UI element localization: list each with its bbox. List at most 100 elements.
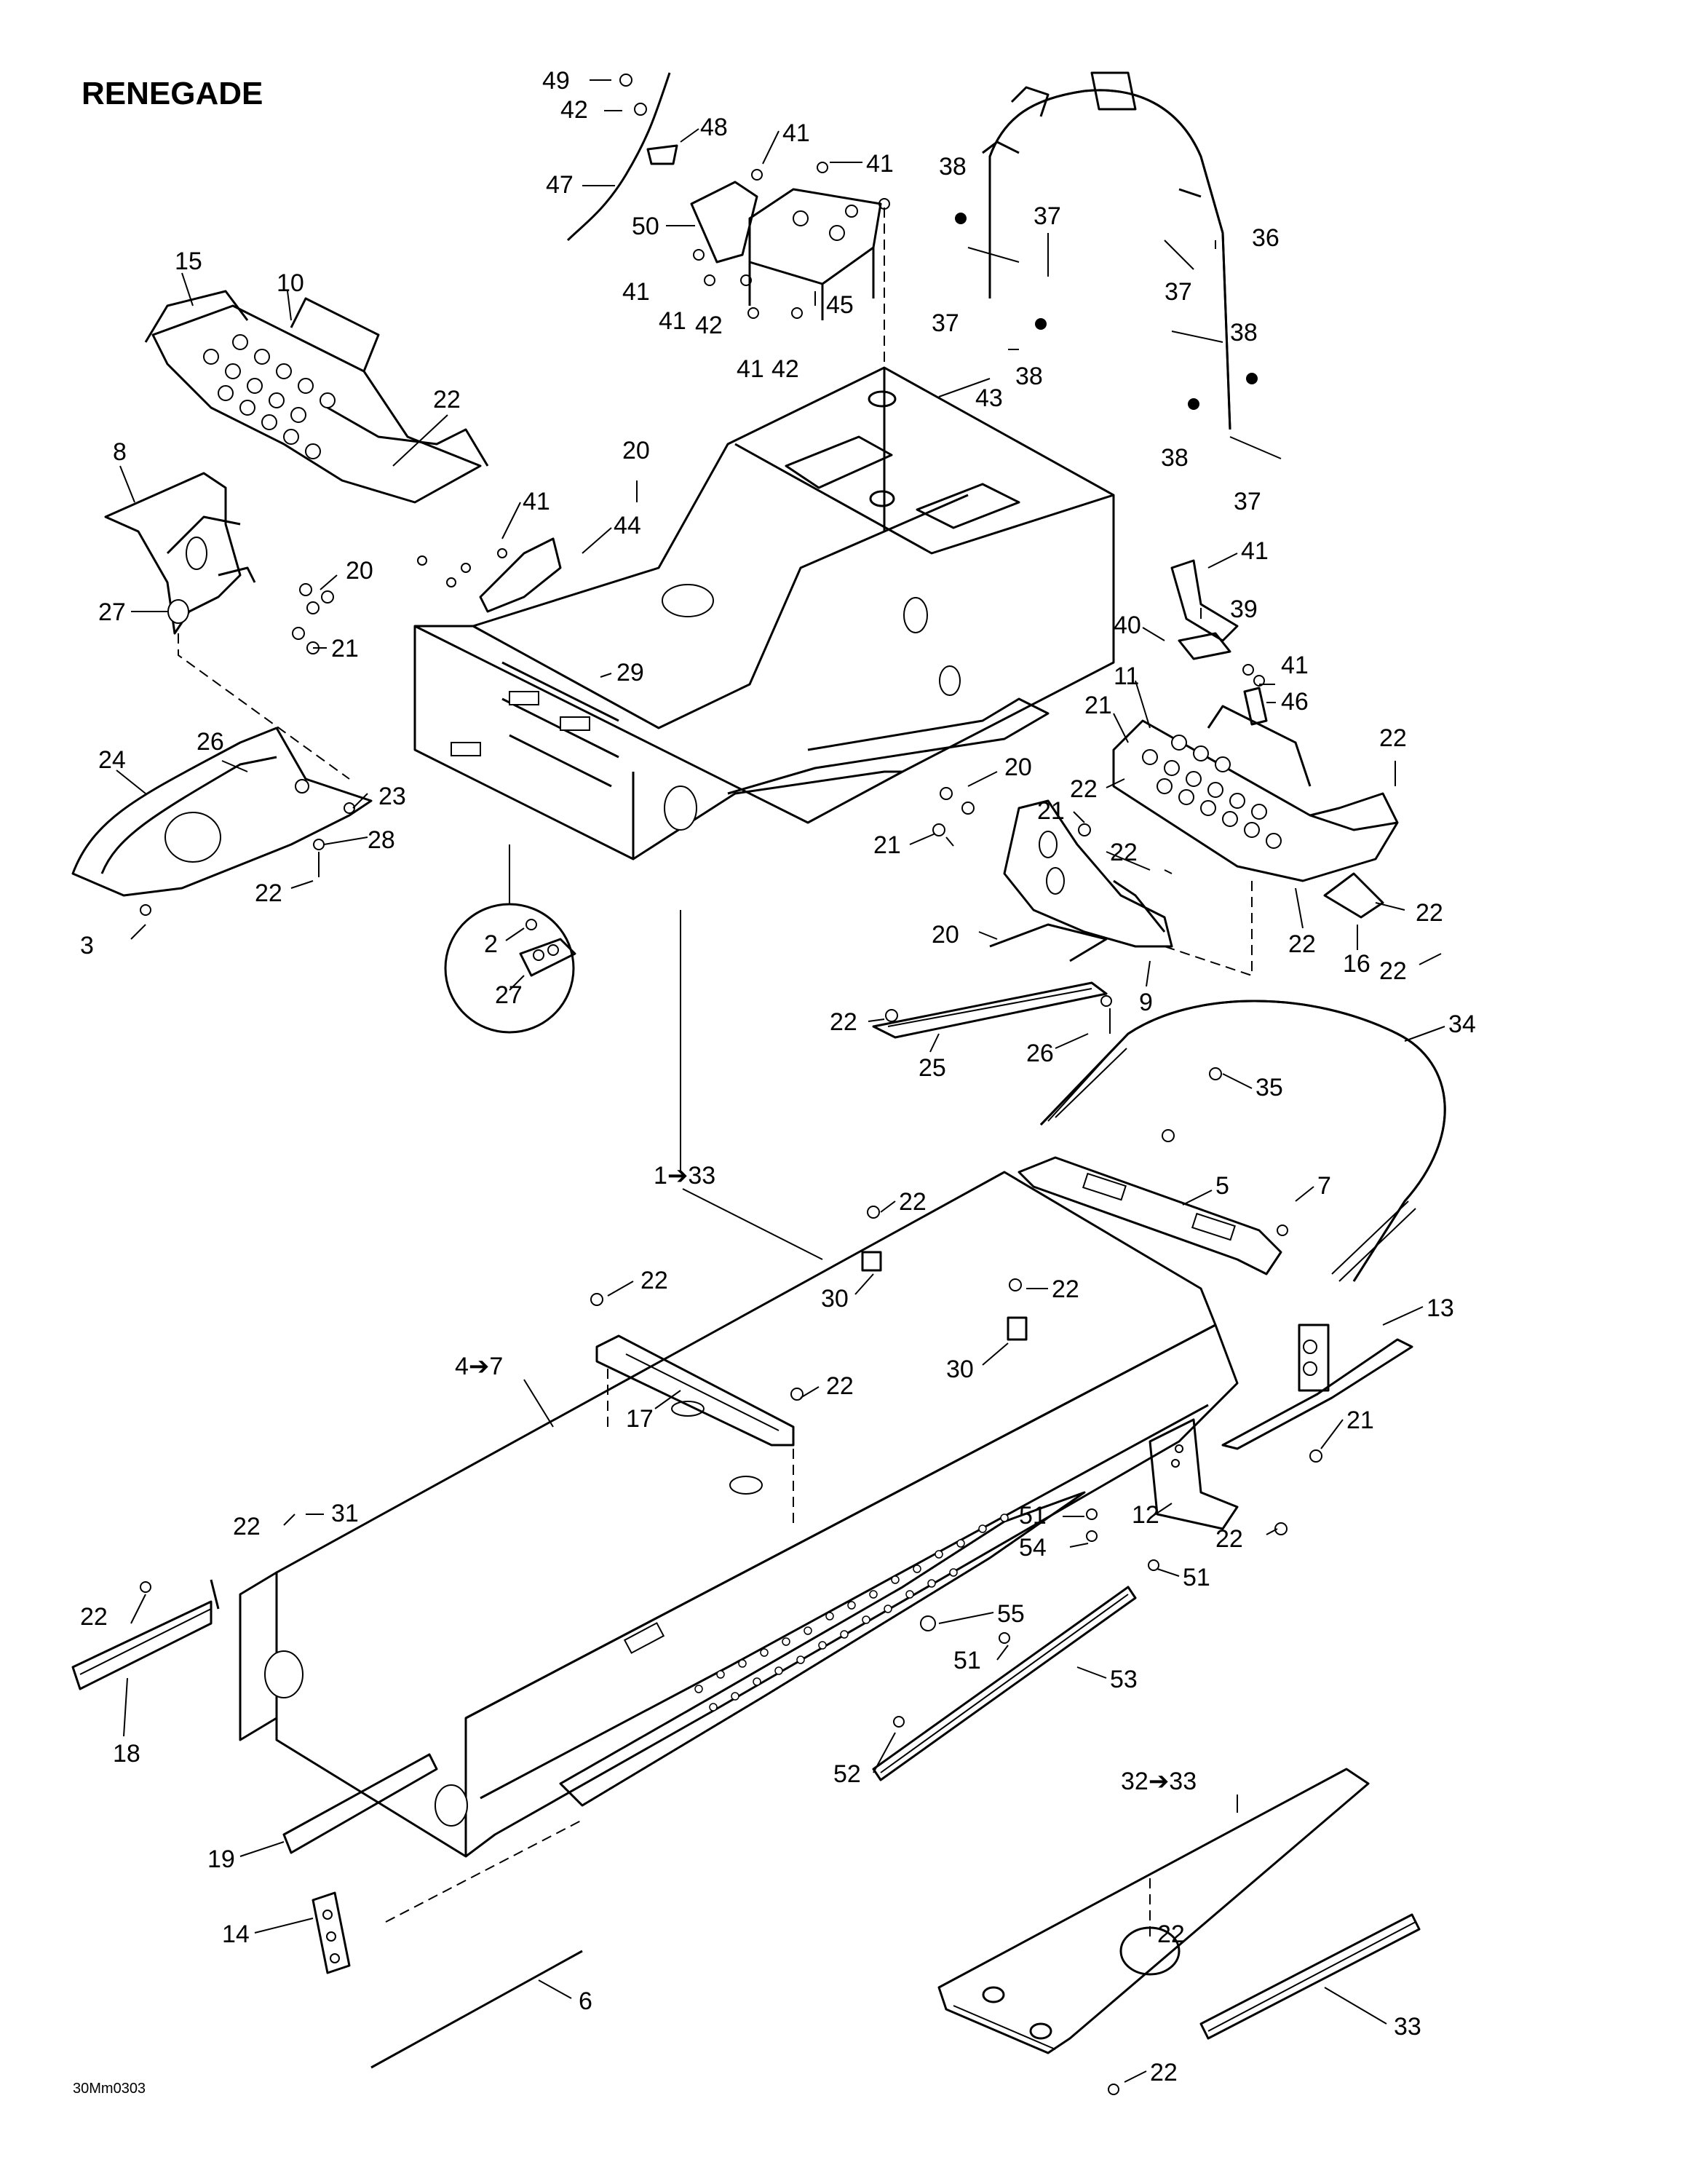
callout-27: 21 [1037, 797, 1065, 825]
callout-34: 34 [1448, 1010, 1476, 1038]
callout-37: 37 [1234, 488, 1261, 515]
callout-22: 22 [1052, 1275, 1079, 1303]
callout-48: 48 [700, 114, 728, 141]
callout-labels: 49 42 48 41 41 47 50 41 41 42 45 41 42 4… [80, 67, 1476, 2086]
skid-plate [937, 1768, 1421, 2095]
callout-41: 41 [622, 278, 650, 306]
leader-lines [116, 79, 1445, 2083]
pieces-19-14 [282, 1753, 438, 1974]
callout-37: 37 [932, 309, 959, 337]
callout-15: 15 [175, 248, 202, 275]
callout-23: 23 [378, 783, 406, 810]
callout-3: 2 [484, 930, 498, 958]
callout-50: 50 [632, 213, 659, 240]
callout-7: 7 [1317, 1172, 1331, 1200]
left-lower-shield [71, 727, 373, 916]
callout-41: 41 [866, 150, 894, 178]
callout-22: 22 [433, 386, 461, 414]
callout-44: 44 [614, 512, 641, 539]
callout-47: 47 [546, 171, 574, 199]
callout-11: 11 [1114, 662, 1139, 690]
callout-41: 41 [659, 307, 686, 335]
callout-29: 29 [616, 659, 644, 687]
callout-22: 22 [1070, 775, 1098, 803]
callout-31: 31 [331, 1500, 359, 1527]
callout-20: 20 [932, 921, 959, 949]
callout-6: 6 [579, 1987, 592, 2015]
callout-22: 22 [1379, 957, 1407, 985]
callout-38: 38 [1230, 319, 1258, 347]
callout-17: 17 [626, 1405, 654, 1433]
callout-35: 35 [1255, 1074, 1283, 1101]
callout-49: 49 [542, 67, 570, 95]
callout-20: 20 [346, 557, 373, 585]
callout-22: 22 [1288, 930, 1316, 958]
callout-22: 22 [1416, 899, 1443, 927]
callout-46: 46 [1281, 688, 1309, 716]
callout-33: 33 [1394, 2013, 1421, 2041]
callout-41: 41 [1241, 537, 1269, 565]
left-arm-bracket [104, 472, 350, 780]
rail-18 [71, 1579, 220, 1690]
callout-14: 14 [222, 1920, 250, 1948]
callout-55: 55 [997, 1600, 1025, 1628]
callout-22: 22 [1150, 2059, 1178, 2086]
callout-4-7: 4➔7 [455, 1353, 503, 1380]
callout-21: 21 [1346, 1406, 1374, 1434]
callout-37: 37 [1165, 278, 1192, 306]
spacers-30 [861, 1206, 1028, 1341]
callout-30: 30 [821, 1285, 849, 1313]
callout-52: 52 [833, 1760, 861, 1788]
left-perforated-support [144, 290, 489, 504]
callout-32-33: 32➔33 [1121, 1768, 1197, 1795]
callout-20: 20 [622, 437, 650, 464]
callout-41: 41 [1281, 652, 1309, 679]
callout-22: 22 [1215, 1525, 1243, 1553]
callout-22: 22 [233, 1513, 261, 1540]
callout-41: 41 [737, 355, 764, 383]
callout-24: 24 [98, 746, 126, 774]
right-small-brackets [1170, 559, 1268, 726]
callout-38: 38 [939, 153, 967, 181]
tunnel [239, 1171, 1239, 1858]
rod-6 [370, 1950, 583, 2069]
callout-22: 22 [830, 1008, 857, 1036]
upper-brackets [690, 162, 890, 364]
callout-12: 12 [1132, 1501, 1159, 1529]
callout-36: 36 [1252, 224, 1280, 252]
rear-brackets [1149, 1324, 1413, 1535]
figure-code: 30Mm0303 [73, 2081, 146, 2097]
callout-22: 22 [640, 1267, 668, 1294]
callout-25: 25 [919, 1054, 946, 1082]
detail-circle [444, 844, 576, 1034]
grab-handle [1039, 1000, 1446, 1282]
callout-2: 27 [495, 981, 523, 1009]
grommet [868, 390, 897, 408]
lower-bar-25 [872, 981, 1112, 1039]
callout-22: 22 [826, 1372, 854, 1400]
callout-10: 10 [277, 269, 304, 297]
callout-21: 21 [1084, 692, 1112, 719]
callout-37: 37 [1034, 202, 1061, 230]
callout-26: 22 [255, 879, 282, 907]
callout-22: 22 [1379, 724, 1407, 752]
callout-41: 41 [523, 488, 550, 515]
callout-54: 54 [1019, 1534, 1047, 1562]
running-rails [872, 1508, 1159, 1781]
callout-21: 21 [873, 831, 901, 859]
callout-38: 38 [1161, 444, 1189, 472]
callout-38: 38 [1015, 363, 1043, 390]
callout-28: 28 [368, 826, 395, 854]
cable-assembly [566, 72, 678, 242]
callout-1-33: 1➔33 [654, 1162, 715, 1190]
callout-40: 40 [1114, 612, 1141, 639]
callout-51: 51 [953, 1647, 981, 1674]
callout-22: 22 [1157, 1920, 1185, 1948]
right-perforated-support [1112, 705, 1399, 977]
callout-42: 42 [560, 96, 588, 124]
bracket-44 [417, 537, 562, 613]
callout-8: 8 [113, 438, 127, 466]
chassis-frame [413, 366, 1115, 860]
callout-45: 45 [826, 291, 854, 319]
